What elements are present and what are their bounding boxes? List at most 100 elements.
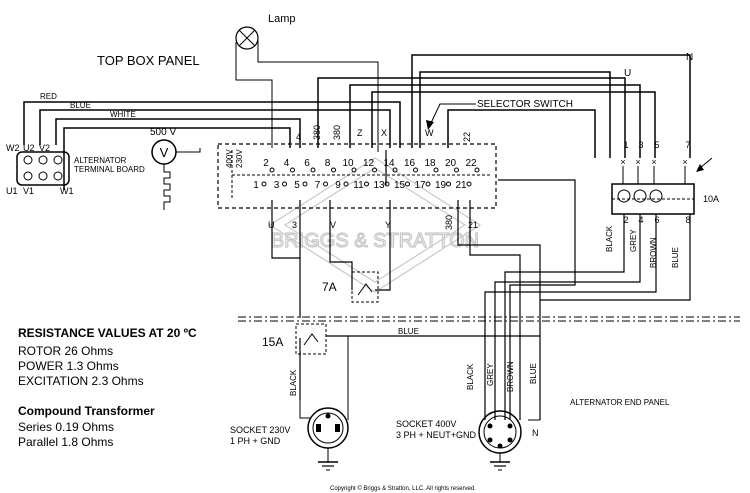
selector-contact-21: 21 (455, 180, 467, 191)
selector-contact-point (446, 181, 451, 187)
selector-4-top: 4 (296, 132, 301, 142)
wire-blue-400: BLUE (529, 363, 538, 384)
tb-label-1: ALTERNATOR (74, 156, 127, 165)
selector-w-label: W (425, 128, 434, 138)
selector-contact-19: 19 (435, 180, 447, 191)
breaker-terminal-1: 1 (623, 140, 628, 150)
selector-contact-9: 9 (335, 180, 341, 191)
selector-contact-point (372, 167, 377, 173)
socket400-line2: 3 PH + NEUT+GND (396, 430, 477, 440)
transformer-title: Compound Transformer (18, 404, 155, 418)
socket400-line1: SOCKET 400V (396, 419, 456, 429)
selector-380-bottom: 380 (444, 215, 454, 230)
socket230-line2: 1 PH + GND (230, 436, 281, 446)
breaker-terminal-8: 8 (685, 215, 690, 225)
selector-contact-point (269, 167, 275, 173)
selector-contact-point (290, 167, 295, 173)
resistance-title: RESISTANCE VALUES AT 20 ºC (18, 326, 197, 340)
selector-contact-5: 5 (294, 180, 300, 191)
socket230-line1: SOCKET 230V (230, 425, 290, 435)
wire-blue-mid: BLUE (398, 327, 419, 336)
tb-u1: U1 (6, 186, 18, 196)
selector-contact-6: 6 (304, 158, 310, 169)
resistance-excitation: EXCITATION 2.3 Ohms (18, 374, 144, 388)
selector-contact-18: 18 (424, 158, 436, 169)
voltmeter: 500 V V (150, 127, 201, 210)
selector-contact-13: 13 (373, 180, 385, 191)
breaker-terminal-6: 6 (654, 215, 659, 225)
transformer-series: Series 0.19 Ohms (18, 420, 115, 434)
selector-contact-2: 2 (263, 158, 269, 169)
alternator-terminal-board: W2 U2 V2 U1 V1 W1 ALTERNATOR TERMINAL BO… (6, 143, 145, 196)
relay-7a-label: 7A (322, 280, 337, 294)
breaker-contact-mark: × (682, 157, 687, 167)
selector-contact-point (433, 167, 439, 173)
selector-contact-17: 17 (414, 180, 426, 191)
selector-v-label: V (330, 220, 336, 230)
selector-contact-point (474, 167, 480, 173)
selector-z-label: Z (357, 128, 363, 138)
selector-contact-point (466, 181, 472, 187)
selector-contact-point (261, 181, 267, 187)
wire-grey-upper: GREY (629, 229, 638, 252)
selector-380-top-1: 380 (312, 125, 322, 140)
selector-x-label: X (381, 128, 387, 138)
selector-contact-point (405, 181, 410, 187)
selector-contact-20: 20 (445, 158, 457, 169)
relay-15a: 15A (262, 323, 327, 355)
tb-v1: V1 (23, 186, 34, 196)
selector-contact-11: 11 (353, 180, 364, 191)
wire-black-upper: BLACK (605, 225, 614, 252)
tb-u2: U2 (23, 143, 35, 153)
wire-black-400: BLACK (466, 363, 475, 390)
selector-22-top: 22 (462, 132, 472, 142)
selector-contact-point (343, 181, 349, 187)
breaker-terminal-7: 7 (685, 140, 690, 150)
selector-contact-point (323, 181, 328, 187)
selector-contact-point (310, 167, 316, 173)
voltmeter-range: 500 V (150, 127, 176, 138)
selector-contact-point (384, 181, 390, 187)
selector-contact-point (425, 181, 431, 187)
top-harness (317, 54, 691, 158)
socket-230v: SOCKET 230V 1 PH + GND (230, 335, 349, 471)
breaker-terminal-3: 3 (638, 140, 643, 150)
watermark: BRIGGS & STRATTON (268, 157, 482, 293)
wire-grey-400: GREY (486, 363, 495, 386)
selector-y-label: Y (385, 220, 391, 230)
selector-contact-7: 7 (315, 180, 321, 191)
selector-contact-12: 12 (363, 158, 375, 169)
selector-contact-point (282, 181, 287, 187)
copyright: Copyright © Briggs & Stratton, LLC. All … (330, 485, 476, 492)
selector-3-label: 3 (292, 220, 297, 230)
top-box-panel-label: TOP BOX PANEL (97, 53, 200, 68)
transformer-parallel: Parallel 1.8 Ohms (18, 435, 114, 449)
selector-contact-3: 3 (274, 180, 280, 191)
end-panel-label: ALTERNATOR END PANEL (570, 398, 670, 407)
selector-contact-point (302, 181, 308, 187)
selector-contact-point (392, 167, 398, 173)
wire-red-label: RED (40, 92, 57, 101)
wire-blue-label: BLUE (70, 101, 91, 110)
wire-brown-400: BROWN (506, 361, 515, 392)
wire-white-label: WHITE (110, 110, 136, 119)
selector-contact-point (351, 167, 357, 173)
selector-contact-point (364, 181, 369, 187)
relay-7a: 7A (322, 271, 379, 303)
tb-w2: W2 (6, 143, 20, 153)
selector-contact-1: 1 (253, 180, 259, 191)
resistance-rotor: ROTOR 26 Ohms (18, 344, 114, 358)
terminal-harness (23, 101, 401, 190)
selector-contact-10: 10 (342, 158, 354, 169)
selector-title: SELECTOR SWITCH (477, 99, 573, 110)
selector-contact-point (454, 167, 459, 173)
selector-400v: 400V (225, 149, 234, 168)
lamp-label: Lamp (268, 13, 296, 25)
selector-contact-8: 8 (325, 158, 331, 169)
watermark-text: BRIGGS & STRATTON (271, 230, 479, 252)
selector-contact-point (331, 167, 336, 173)
tb-label-2: TERMINAL BOARD (74, 165, 145, 174)
u-top-label: U (624, 68, 631, 79)
